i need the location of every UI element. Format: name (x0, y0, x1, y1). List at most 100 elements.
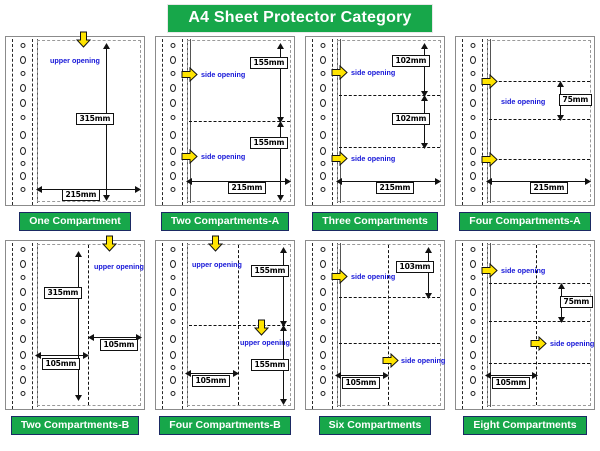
vertical-divider (388, 245, 389, 405)
side-opening-arrow-icon (331, 269, 348, 284)
perforation-line-right (482, 243, 483, 409)
upper-opening-caption: upper opening (94, 262, 144, 271)
perforation-line-left (12, 39, 13, 205)
pocket-outline (187, 40, 291, 202)
binding-hole (20, 391, 26, 396)
cell1-height-dimension-line (420, 43, 429, 97)
dimension-102mm-middle: 102mm (392, 113, 430, 126)
binding-hole (320, 288, 326, 296)
vertical-divider (536, 245, 537, 405)
binding-hole (320, 391, 326, 396)
lower-height-dimension-line (276, 121, 285, 201)
binding-hole (470, 147, 476, 155)
binding-hole (20, 71, 26, 76)
binding-hole (170, 391, 176, 396)
binding-hole (170, 56, 176, 64)
binding-hole (20, 131, 26, 139)
binding-hole-strip (10, 39, 36, 205)
perforation-line-left (12, 243, 13, 409)
dimension-103mm: 103mm (396, 261, 434, 274)
dimension-215mm: 215mm (530, 182, 568, 195)
upper-opening-caption: upper opening (192, 260, 242, 269)
binding-hole (170, 365, 176, 370)
binding-hole (320, 161, 326, 166)
binding-hole (20, 288, 26, 296)
pocket-outline (487, 40, 591, 202)
perforation-line-right (332, 39, 333, 205)
binding-hole (170, 376, 176, 384)
binding-hole (20, 365, 26, 370)
perforation-line-left (462, 243, 463, 409)
binding-hole (170, 303, 176, 311)
binding-hole (170, 351, 176, 359)
width-dimension-line (486, 177, 591, 186)
binding-hole-strip (460, 243, 486, 409)
binding-hole (20, 303, 26, 311)
binding-hole (320, 335, 326, 343)
upper-opening-arrow-icon (76, 31, 91, 48)
side-opening-arrow-icon (181, 67, 198, 82)
panel-label-four-compartments-a: Four Compartments-A (459, 212, 591, 232)
binding-hole (320, 365, 326, 370)
dimension-105mm: 105mm (192, 375, 230, 388)
binding-hole (20, 351, 26, 359)
binding-hole (20, 335, 26, 343)
binding-hole (320, 319, 326, 324)
upper-opening-arrow-icon (102, 235, 117, 252)
diagram-four-compartments-b: upper opening upper opening 155mm 155mm … (155, 235, 295, 410)
upper-opening-arrow-icon-2 (254, 319, 269, 336)
horizontal-divider-3 (489, 159, 590, 160)
dimension-75mm: 75mm (559, 94, 592, 107)
perforation-line-left (162, 39, 163, 205)
binding-hole (170, 247, 176, 252)
left-column-width-dimension-line (35, 351, 89, 360)
binding-hole (170, 161, 176, 166)
horizontal-divider-3 (489, 363, 590, 364)
seam-line-inner (490, 39, 491, 203)
perforation-line-right (332, 243, 333, 409)
perforation-line-right (182, 39, 183, 205)
binding-hole (20, 56, 26, 64)
diagram-eight-compartments: side opening side opening 75mm 105mm (455, 240, 595, 410)
horizontal-divider-1 (339, 95, 440, 96)
horizontal-divider-2 (489, 321, 590, 322)
binding-hole (20, 161, 26, 166)
binding-hole (470, 43, 476, 48)
binding-hole (470, 376, 476, 384)
side-opening-arrow-icon-2 (481, 152, 498, 167)
binding-hole (320, 147, 326, 155)
column-width-dimension-line (485, 371, 538, 380)
pocket-outline (337, 40, 441, 202)
binding-hole (20, 247, 26, 252)
horizontal-divider-1 (489, 81, 590, 82)
side-opening-caption: side opening (351, 272, 396, 281)
binding-hole (470, 187, 476, 192)
perforation-line-left (462, 39, 463, 205)
title-banner-wrap: A4 Sheet Protector Category (0, 4, 600, 33)
binding-hole (320, 131, 326, 139)
binding-hole (470, 247, 476, 252)
horizontal-divider-1 (489, 283, 590, 284)
binding-hole (170, 99, 176, 107)
side-opening-arrow-icon-2 (181, 149, 198, 164)
dimension-155mm-bottom: 155mm (250, 137, 288, 150)
panel-two-compartments-b: upper opening 315mm 105mm 105mm Two Comp… (0, 235, 150, 436)
binding-hole (170, 71, 176, 76)
binding-hole-strip (10, 243, 36, 409)
binding-hole (170, 187, 176, 192)
binding-hole (470, 260, 476, 268)
binding-hole (170, 275, 176, 280)
vertical-divider (88, 245, 89, 405)
horizontal-divider-2 (339, 343, 440, 344)
binding-hole (470, 71, 476, 76)
perforation-line-left (312, 39, 313, 205)
panel-label-eight-compartments: Eight Compartments (463, 416, 587, 436)
binding-hole (320, 43, 326, 48)
side-opening-arrow-icon-2 (331, 151, 348, 166)
width-dimension-line (186, 177, 291, 186)
panel-two-compartments-a: side opening side opening 155mm 155mm 21… (150, 36, 300, 232)
binding-hole-strip (460, 39, 486, 205)
binding-hole (170, 115, 176, 120)
dimension-105mm: 105mm (342, 377, 380, 390)
